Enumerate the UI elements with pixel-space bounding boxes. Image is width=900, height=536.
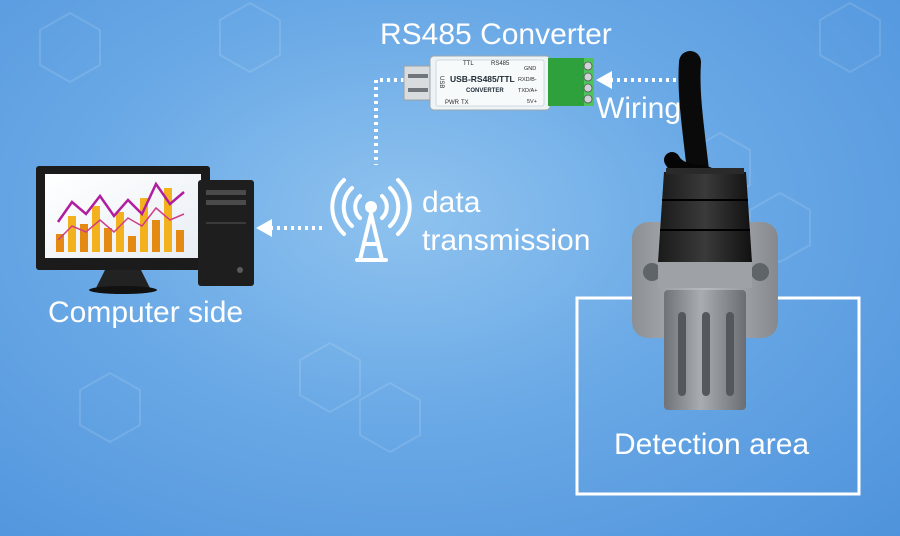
converter-tx-label: TX xyxy=(461,100,469,106)
converter-pin-rxd: RXD/B- xyxy=(518,77,537,83)
converter-usb-label: USB xyxy=(438,76,444,88)
converter-pwr-label: PWR xyxy=(445,100,460,106)
monitor-chart-graphic xyxy=(56,181,185,252)
arrow-to-computer xyxy=(256,219,272,237)
detection-area-label: Detection area xyxy=(614,428,810,461)
antenna-icon xyxy=(330,178,412,262)
computer-side-label: Computer side xyxy=(48,296,244,329)
sensor-probe-icon xyxy=(632,51,778,410)
connection-lines xyxy=(272,78,690,230)
converter-rs485-label: RS485 xyxy=(491,61,510,67)
data-transmission-label-line1: data xyxy=(422,186,481,219)
converter-pin-5v: 5V+ xyxy=(527,99,537,105)
converter-sub-text: CONVERTER xyxy=(466,88,504,94)
data-transmission-label-line2: transmission xyxy=(422,224,591,257)
converter-pin-txd: TXD/A+ xyxy=(518,88,537,94)
computer-icon xyxy=(36,166,254,294)
converter-main-text: USB-RS485/TTL xyxy=(450,74,515,84)
arrow-to-converter xyxy=(596,71,612,89)
usb-converter-icon: TTL RS485 PWR TX GND RXD/B- TXD/A+ 5V+ U… xyxy=(403,55,594,111)
hexagon-pattern xyxy=(39,1,881,454)
converter-pin-gnd: GND xyxy=(524,66,536,72)
converter-ttl-label: TTL xyxy=(463,61,474,67)
converter-title: RS485 Converter xyxy=(380,18,612,51)
usb-to-antenna-line xyxy=(374,78,404,165)
wiring-label: Wiring xyxy=(596,92,682,125)
